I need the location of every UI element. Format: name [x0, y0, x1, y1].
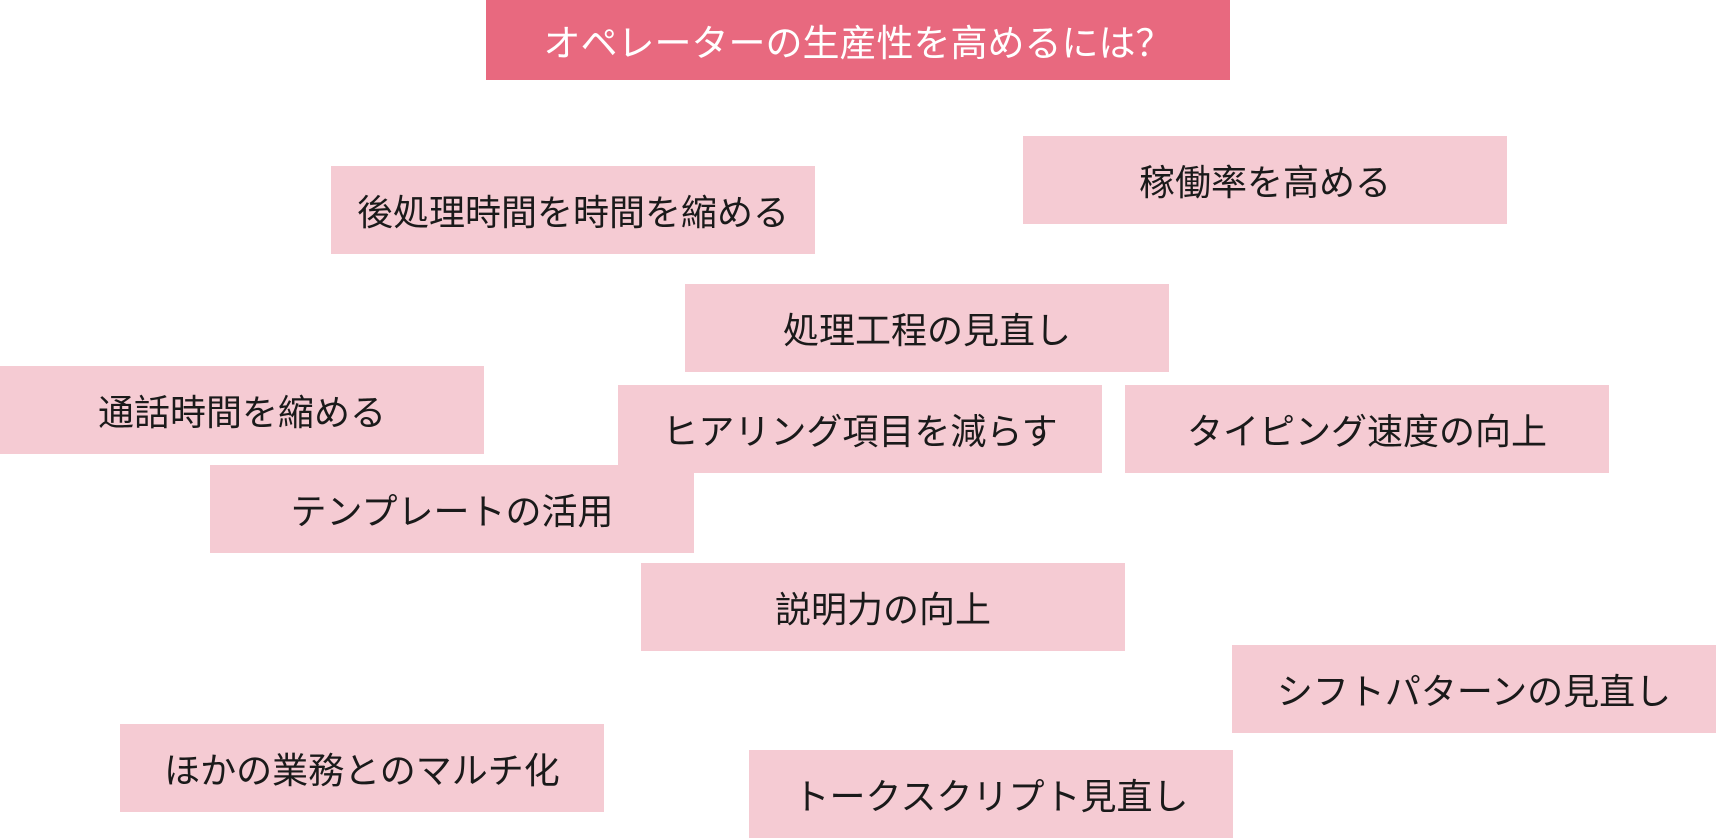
card-process-review: 処理工程の見直し — [685, 284, 1169, 372]
diagram-title: オペレーターの生産性を高めるには？ — [486, 0, 1230, 80]
card-utilization-rate: 稼働率を高める — [1023, 136, 1507, 224]
card-explanation-skill: 説明力の向上 — [641, 563, 1125, 651]
card-shift-pattern: シフトパターンの見直し — [1232, 645, 1716, 733]
card-typing-speed: タイピング速度の向上 — [1125, 385, 1609, 473]
card-post-processing-time: 後処理時間を時間を縮める — [331, 166, 815, 254]
card-call-time: 通話時間を縮める — [0, 366, 484, 454]
card-talk-script: トークスクリプト見直し — [749, 750, 1233, 838]
card-hearing-items: ヒアリング項目を減らす — [618, 385, 1102, 473]
card-template-use: テンプレートの活用 — [210, 465, 694, 553]
card-multitask: ほかの業務とのマルチ化 — [120, 724, 604, 812]
